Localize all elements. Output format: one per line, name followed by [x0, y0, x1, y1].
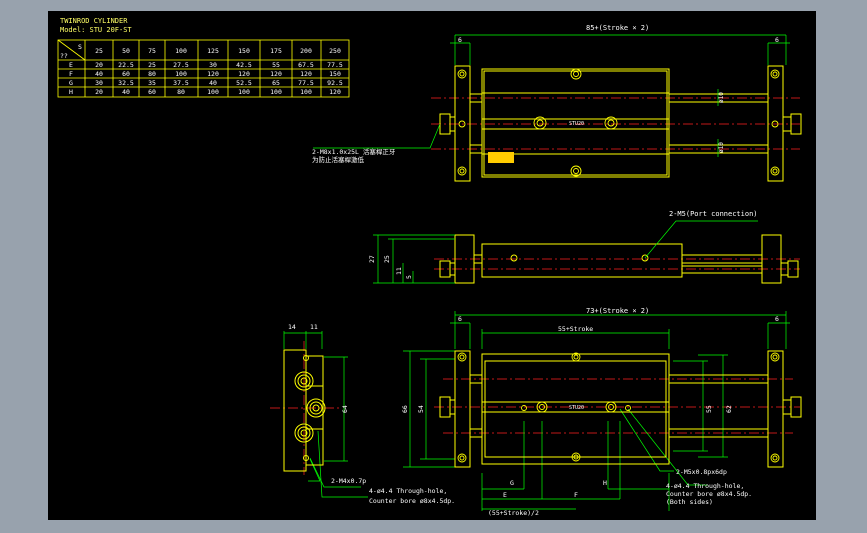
dim-f: F	[574, 491, 578, 499]
brand-label	[488, 152, 514, 163]
table-cell: 120	[270, 70, 282, 78]
table-cell: 40	[122, 88, 130, 96]
end-view: 14 11 64 2-M4x0.7p 4-ø4.4 Through-hole, …	[270, 323, 455, 505]
table-corner-top: S	[78, 43, 82, 51]
dim-side-27: 27	[368, 255, 376, 263]
right-through-3: (Both sides)	[666, 498, 713, 506]
table-corner-bottom: ??	[60, 52, 68, 60]
dim-bot-overall: 73+(Stroke × 2)	[586, 307, 649, 315]
table-row-label: G	[69, 79, 73, 87]
table-col-header: 75	[148, 47, 156, 55]
dim-top-right-six: 6	[775, 36, 779, 44]
end-dim-64: 64	[341, 405, 349, 413]
table-cell: 100	[238, 88, 250, 96]
table-cell: 55	[272, 61, 280, 69]
dim-h: H	[603, 479, 607, 487]
table-col-header: 25	[95, 47, 103, 55]
end-dim-11: 11	[310, 323, 318, 331]
dim-bot-66: 66	[401, 405, 409, 413]
table-col-header: 50	[122, 47, 130, 55]
dim-bot-right-six: 6	[775, 315, 779, 323]
top-view: 85+(Stroke × 2) 6 6	[312, 24, 802, 182]
dim-side-5: 5	[405, 275, 413, 279]
table-cell: 52.5	[236, 79, 252, 87]
table-cell: 25	[148, 61, 156, 69]
table-cell: 120	[329, 88, 341, 96]
table-cell: 100	[175, 70, 187, 78]
table-cell: 150	[329, 70, 341, 78]
end-through-1: 4-ø4.4 Through-hole,	[369, 487, 447, 495]
table-col-header: 200	[300, 47, 312, 55]
dim-bot-55: 55	[705, 405, 713, 413]
spec-table: TWINROD CYLINDER Model: STU 20F-ST S ?? …	[57, 17, 350, 98]
table-col-header: 250	[329, 47, 341, 55]
dim-phi-upper: ø10	[718, 92, 725, 103]
bottom-view: 73+(Stroke × 2) 6 6 55+Stroke	[308, 307, 802, 517]
dim-e: E	[503, 491, 507, 499]
table-row-label: H	[69, 88, 73, 96]
side-view: 27 25 11 5 2-M5(Port connection)	[368, 210, 800, 284]
table-cell: 80	[148, 70, 156, 78]
dim-g: G	[510, 479, 514, 487]
table-cell: 100	[300, 88, 312, 96]
table-cell: 30	[95, 79, 103, 87]
table-cell: 77.5	[327, 61, 343, 69]
table-cell: 40	[95, 70, 103, 78]
end-through-2: Counter bore ø8x4.5dp.	[369, 497, 455, 505]
table-col-header: 150	[238, 47, 250, 55]
table-cell: 22.5	[118, 61, 134, 69]
rod-note-2: 为防止活塞桿激低	[312, 155, 365, 164]
table-cell: 27.5	[173, 61, 189, 69]
table-cell: 20	[95, 61, 103, 69]
table-cell: 100	[207, 88, 219, 96]
port-label: 2-M5(Port connection)	[669, 210, 758, 218]
table-cell: 42.5	[236, 61, 252, 69]
right-through-1: 4-ø4.4 Through-hole,	[666, 482, 744, 490]
table-row-label: F	[69, 70, 73, 78]
table-cell: 100	[270, 88, 282, 96]
table-cell: 120	[238, 70, 250, 78]
dim-bot-62: 62	[725, 405, 733, 413]
table-cell: 37.5	[173, 79, 189, 87]
cad-drawing: TWINROD CYLINDER Model: STU 20F-ST S ?? …	[57, 17, 802, 517]
dim-top-left-six: 6	[458, 36, 462, 44]
table-cell: 67.5	[298, 61, 314, 69]
table-cell: 35	[148, 79, 156, 87]
dim-bot-left-six: 6	[458, 315, 462, 323]
dim-side-25: 25	[383, 255, 391, 263]
dim-bot-54: 54	[417, 405, 425, 413]
model-label: Model: STU 20F-ST	[60, 26, 132, 34]
dim-bot-stroke: 55+Stroke	[558, 325, 593, 333]
dim-top-overall: 85+(Stroke × 2)	[586, 24, 649, 32]
m5-note: 2-M5x0.8px6dp	[676, 468, 727, 476]
table-cell: 30	[209, 61, 217, 69]
table-cell: 20	[95, 88, 103, 96]
dim-half-stroke: (55+Stroke)/2	[488, 509, 539, 517]
table-cell: 120	[300, 70, 312, 78]
table-row-label: E	[69, 61, 73, 69]
table-cell: 80	[177, 88, 185, 96]
end-dim-14: 14	[288, 323, 296, 331]
body-mark: STU20	[569, 121, 584, 127]
table-cell: 60	[122, 70, 130, 78]
dim-phi-lower: ø10	[718, 142, 725, 153]
drawing-title: TWINROD CYLINDER	[60, 17, 128, 25]
dim-side-11: 11	[395, 267, 403, 275]
body-mark-2: STU20	[569, 405, 584, 411]
table-cell: 32.5	[118, 79, 134, 87]
rod-note-1: 2-M8x1.0x25L 活塞桿正牙	[312, 147, 396, 156]
table-cell: 77.5	[298, 79, 314, 87]
cad-viewport[interactable]: TWINROD CYLINDER Model: STU 20F-ST S ?? …	[48, 11, 816, 520]
end-m4-note: 2-M4x0.7p	[331, 477, 366, 485]
table-cell: 40	[209, 79, 217, 87]
table-cell: 120	[207, 70, 219, 78]
table-cell: 60	[148, 88, 156, 96]
table-cell: 92.5	[327, 79, 343, 87]
table-col-header: 100	[175, 47, 187, 55]
right-through-2: Counter bore ø8x4.5dp.	[666, 490, 752, 498]
table-col-header: 175	[270, 47, 282, 55]
table-cell: 65	[272, 79, 280, 87]
table-col-header: 125	[207, 47, 219, 55]
